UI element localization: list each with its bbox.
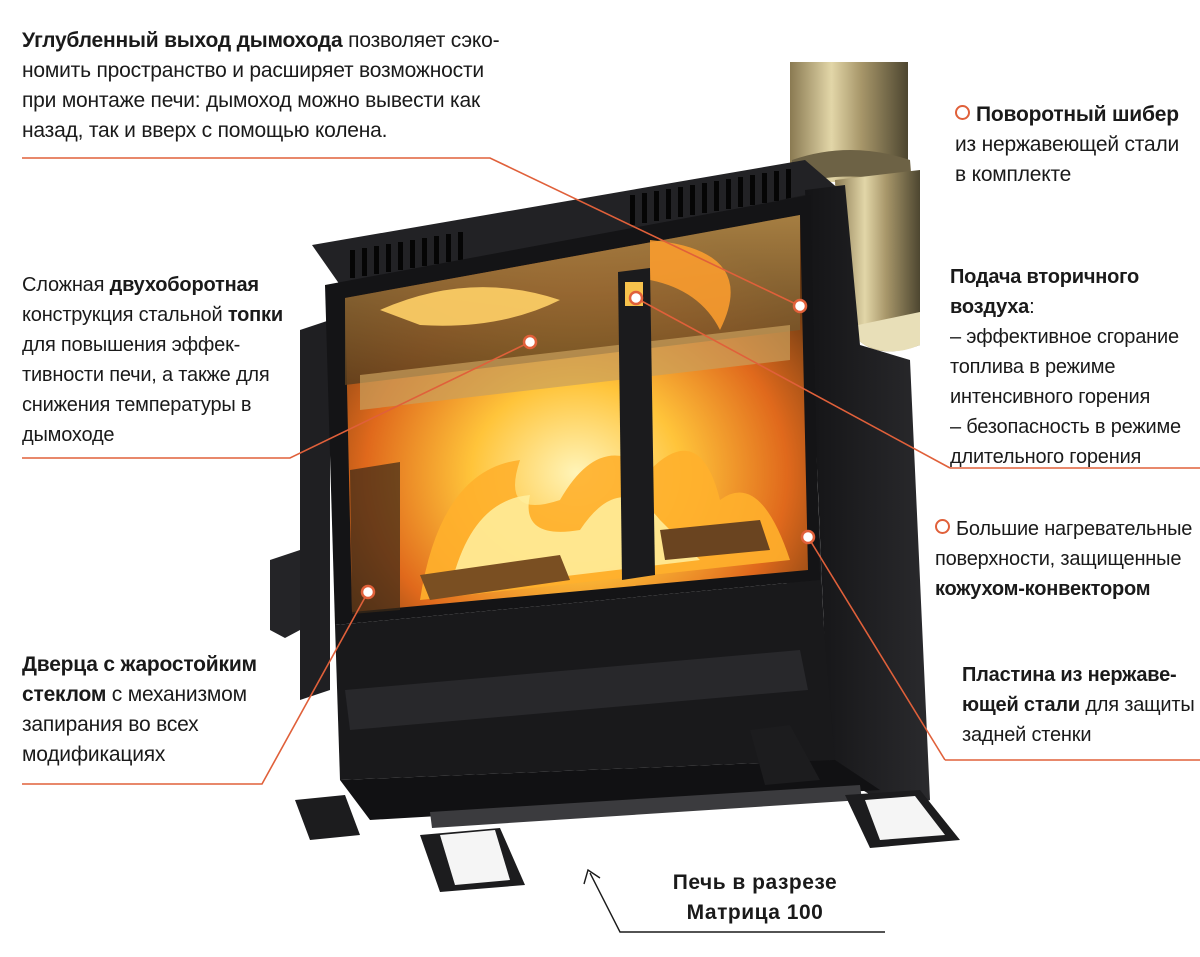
callout-firebox-bold1: двухоборотная (109, 274, 259, 296)
callout-firebox-bold2: топки (227, 304, 283, 326)
callout-chimney-outlet: Углубленный выход дымохода позволяет сэк… (22, 26, 502, 146)
callout-secondary-air: Подача вторичного воздуха: – эффективное… (950, 262, 1200, 472)
callout-firebox: Сложная двухоборотная конструкция стальн… (22, 270, 292, 450)
callout-damper-title: Поворотный шибер (976, 103, 1179, 126)
stove-base (295, 580, 960, 892)
caption-line1: Печь в разрезе (672, 871, 838, 894)
callout-firebox-pre: Сложная (22, 274, 110, 296)
callout-secondary-air-colon: : (1029, 296, 1035, 318)
marker-dot-icon (935, 519, 950, 534)
callout-firebox-post: для повышения эффек­тивности печи, а так… (22, 334, 270, 446)
callout-damper: Поворотный шибер из нержавеющей стали в … (955, 100, 1195, 190)
callout-plate-title: Пластина из нержаве­ющей стали (962, 664, 1177, 716)
callout-firebox-mid: конструкция стальной (22, 304, 228, 326)
callout-secondary-air-title: Подача вторичного воздуха (950, 266, 1140, 318)
callout-heating-surfaces-bold: кожухом-конвектором (935, 578, 1151, 600)
callout-door: Дверца с жаростойким стеклом с механизмо… (22, 650, 292, 770)
callout-secondary-air-line1: – эффективное сгорание топлива в режиме … (950, 326, 1179, 408)
diagram-caption: Печь в разрезе Матрица 100 (640, 868, 870, 928)
callout-door-title: Дверца с жаростойким стеклом (22, 653, 257, 706)
callout-damper-text: из нержавеющей стали в комплекте (955, 133, 1180, 186)
callout-heating-surfaces: Большие нагревательные поверхности, защи… (935, 514, 1200, 604)
marker-dot-icon (955, 105, 970, 120)
callout-heating-surfaces-text: Большие нагревательные поверхности, защи… (935, 518, 1193, 570)
callout-chimney-outlet-title: Углубленный выход дымохода (22, 29, 343, 52)
callout-plate: Пластина из нержаве­ющей стали для защит… (962, 660, 1200, 750)
callout-secondary-air-line2: – безопасность в режиме длительного горе… (950, 416, 1181, 468)
callout-plate-text: для защиты задней стенки (962, 694, 1195, 746)
caption-line2: Матрица 100 (686, 901, 824, 924)
callout-door-text: с механизмом запирания во всех модификац… (22, 683, 247, 766)
callout-chimney-outlet-text: позволяет сэко­номить пространство и рас… (22, 29, 500, 142)
